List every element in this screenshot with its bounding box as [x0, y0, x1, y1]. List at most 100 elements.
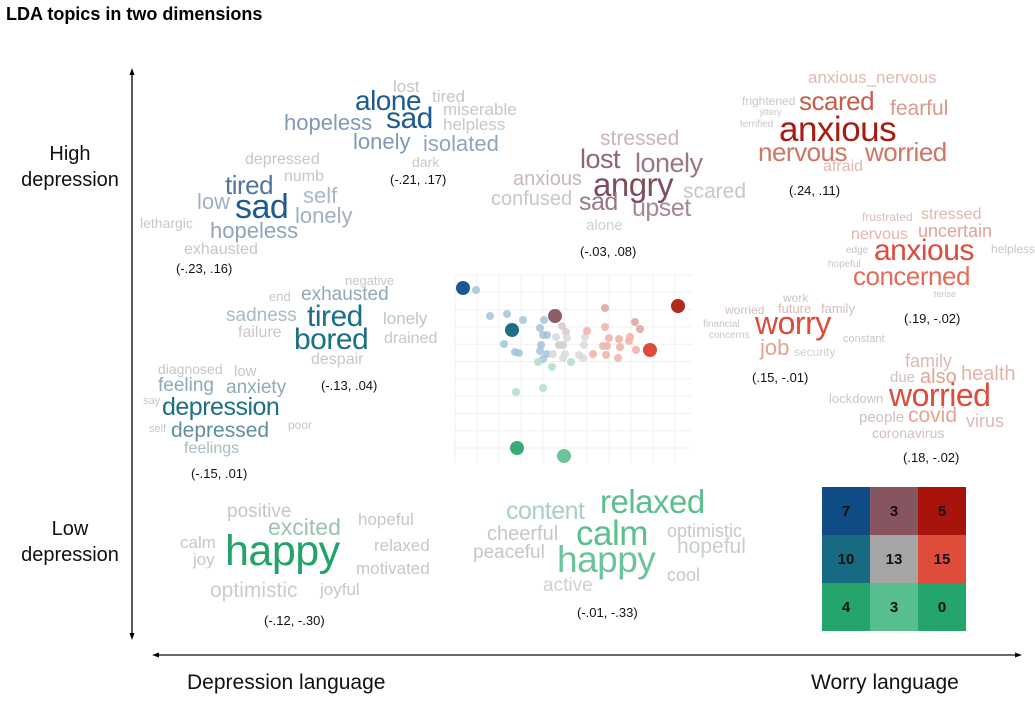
- topic-point: [543, 331, 551, 339]
- topic-point: [536, 324, 544, 332]
- cloud-word: peaceful: [473, 542, 545, 563]
- cloud-word: low: [234, 363, 257, 380]
- cloud-word: positive: [227, 501, 292, 522]
- cloud-word: diagnosed: [158, 361, 223, 377]
- topic-point: [615, 335, 623, 343]
- cloud-word: edge: [846, 245, 869, 256]
- topic-point: [671, 299, 685, 313]
- topic-point: [559, 341, 567, 349]
- y-axis-label-low-line1: Low: [51, 518, 89, 540]
- topic-point: [643, 343, 657, 357]
- cloud-word: lonely: [383, 309, 428, 328]
- topic-point: [540, 316, 548, 324]
- topic-point: [601, 323, 609, 331]
- cloud-word: negative: [345, 273, 395, 288]
- topic-coordinate-label: (-.15, .01): [191, 466, 248, 481]
- topic-coordinate-label: (-.13, .04): [321, 378, 378, 393]
- topic-coordinate-label: (-.01, -.33): [577, 605, 638, 620]
- cloud-word: job: [760, 335, 790, 360]
- cloud-word: anxiety: [226, 377, 287, 398]
- cloud-word: joy: [193, 550, 215, 569]
- cloud-word: angry: [593, 166, 674, 203]
- y-axis-label-low-line2: depression: [21, 544, 119, 566]
- cloud-word: confused: [491, 188, 573, 210]
- y-axis-label-low: Low depression: [10, 516, 130, 568]
- topic-point: [505, 323, 519, 337]
- cloud-word: anxious: [874, 234, 974, 267]
- cloud-word: alone: [355, 85, 422, 116]
- topic-point: [626, 333, 634, 341]
- cloud-word: hopeful: [677, 535, 746, 558]
- topic-point: [539, 384, 547, 392]
- cloud-word: exhausted: [301, 284, 389, 305]
- cloud-word: hopeless: [210, 218, 299, 243]
- arrow-right-icon: [1015, 652, 1022, 658]
- cloud-word: uncertain: [918, 221, 993, 241]
- cloud-word: future: [778, 301, 812, 316]
- cloud-word: hopeless: [284, 110, 373, 135]
- cloud-word: sad: [579, 188, 618, 216]
- cloud-word: upset: [632, 194, 691, 222]
- cloud-word: numb: [284, 168, 325, 185]
- count-cell: 5: [918, 487, 966, 535]
- count-cell: 3: [870, 583, 918, 631]
- cloud-word: miserable: [443, 100, 517, 119]
- cloud-word: self: [303, 183, 338, 208]
- topic-coordinate-label: (-.12, -.30): [264, 613, 325, 628]
- topic-point: [631, 318, 639, 326]
- cloud-word: nervous: [758, 137, 848, 167]
- cloud-word: low: [197, 189, 231, 214]
- cloud-word: calm: [180, 533, 216, 552]
- y-axis-label-high-line2: depression: [21, 169, 119, 191]
- cloud-word: isolated: [423, 131, 499, 156]
- cloud-word: lonely: [353, 129, 411, 154]
- cloud-word: stressed: [600, 127, 680, 150]
- topic-point: [614, 354, 622, 362]
- count-cell: 10: [822, 535, 870, 583]
- cloud-word: lockdown: [829, 391, 884, 406]
- cloud-word: stressed: [921, 206, 982, 223]
- cloud-word: depressed: [171, 419, 270, 442]
- count-cell: 4: [822, 583, 870, 631]
- cloud-word: relaxed: [374, 536, 430, 555]
- arrow-down-icon: [129, 633, 135, 640]
- topic-point: [599, 342, 607, 350]
- cloud-word: constant: [843, 333, 885, 345]
- cloud-word: coronavirus: [872, 425, 945, 441]
- topic-point: [636, 325, 644, 333]
- cloud-word: due: [890, 369, 916, 386]
- topic-point: [567, 358, 575, 366]
- topic-coordinate-label: (-.03, .08): [580, 244, 637, 259]
- topic-coordinate-label: (-.21, .17): [390, 172, 447, 187]
- chart-title: LDA topics in two dimensions: [6, 4, 263, 24]
- topic-point: [558, 322, 566, 330]
- cloud-word: failure: [238, 324, 282, 341]
- cloud-word: scared: [799, 86, 875, 116]
- topic-point: [456, 281, 470, 295]
- cloud-word: sad: [386, 102, 433, 135]
- cloud-word: content: [506, 497, 585, 525]
- topic-point: [510, 441, 524, 455]
- cloud-word: relaxed: [600, 483, 705, 520]
- topic-point: [601, 304, 609, 312]
- topic-point: [632, 346, 640, 354]
- cloud-word: joyful: [320, 580, 360, 599]
- cloud-word: afraid: [823, 158, 864, 175]
- cloud-word: virus: [966, 411, 1005, 431]
- topic-point: [616, 343, 624, 351]
- cloud-word: depressed: [245, 151, 320, 168]
- topic-point: [549, 350, 557, 358]
- cloud-word: lonely: [635, 148, 703, 178]
- cloud-word: despair: [311, 351, 364, 368]
- cloud-word: scared: [683, 180, 747, 203]
- topic-point: [602, 351, 610, 359]
- topic-point: [472, 286, 480, 294]
- topic-point: [536, 347, 544, 355]
- cloud-word: terrified: [740, 119, 774, 130]
- cloud-word: optimistic: [667, 521, 743, 541]
- cloud-word: depression: [162, 393, 280, 421]
- cloud-word: end: [269, 289, 291, 304]
- topic-point: [562, 328, 570, 336]
